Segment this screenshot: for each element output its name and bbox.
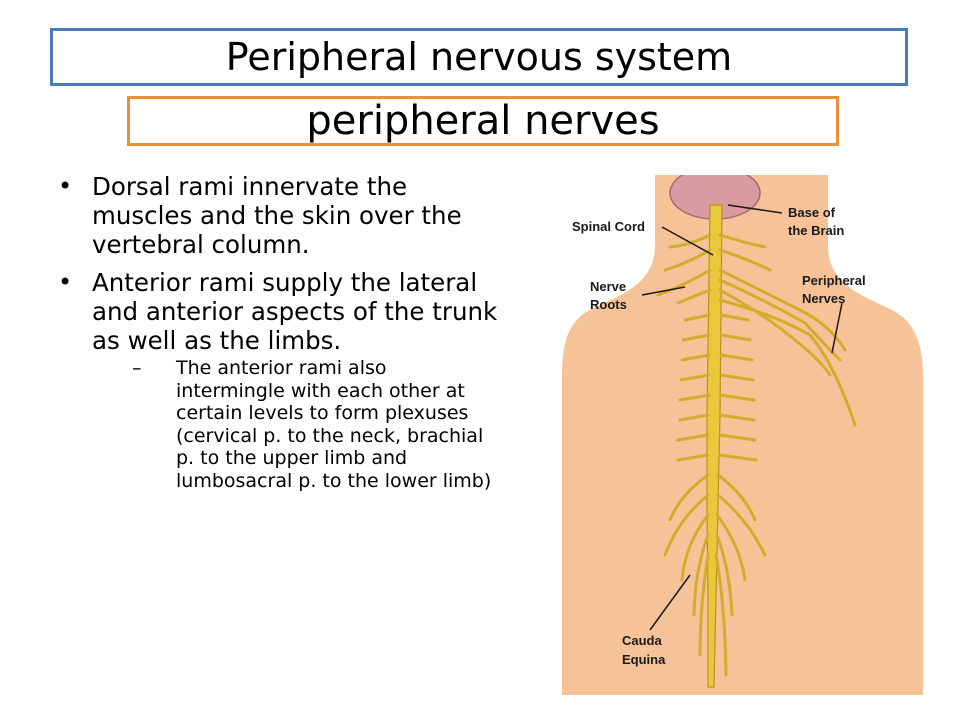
dash-glyph: –: [132, 357, 142, 379]
sub-bullet-text: The anterior rami also intermingle with …: [176, 357, 492, 492]
bullet-list: • Dorsal rami innervate the muscles and …: [58, 172, 498, 501]
label-base-of-brain-1: Base of: [788, 205, 836, 220]
slide-title: Peripheral nervous system: [225, 35, 733, 79]
nervous-system-illustration: Spinal Cord Base of the Brain Nerve Root…: [560, 175, 925, 695]
sub-bullet-list: – The anterior rami also intermingle wit…: [92, 357, 498, 492]
label-pointers: [641, 204, 843, 631]
label-cauda-equina-2: Equina: [622, 652, 666, 667]
bullet-text: Anterior rami supply the lateral and ant…: [92, 268, 498, 355]
label-spinal-cord: Spinal Cord: [572, 219, 645, 234]
label-peripheral-nerves-1: Peripheral: [802, 273, 866, 288]
bullet-item: • Dorsal rami innervate the muscles and …: [58, 172, 498, 259]
bullet-glyph: •: [58, 172, 73, 200]
body-silhouette: [562, 175, 923, 695]
bullet-item: • Anterior rami supply the lateral and a…: [58, 268, 498, 492]
label-nerve-roots-2: Roots: [590, 297, 627, 312]
bullet-glyph: •: [58, 268, 73, 296]
sub-bullet-item: – The anterior rami also intermingle wit…: [132, 357, 498, 492]
subtitle-box: peripheral nerves: [127, 96, 839, 146]
bullet-text: Dorsal rami innervate the muscles and th…: [92, 172, 462, 259]
slide-subtitle: peripheral nerves: [306, 98, 660, 144]
nerve-roots-left: [656, 233, 712, 657]
nerve-roots-right: [714, 233, 857, 677]
label-peripheral-nerves-2: Nerves: [802, 291, 845, 306]
label-cauda-equina-1: Cauda: [622, 633, 663, 648]
label-base-of-brain-2: the Brain: [788, 223, 844, 238]
label-nerve-roots-1: Nerve: [590, 279, 626, 294]
title-box: Peripheral nervous system: [50, 28, 908, 86]
nervous-system-svg: Spinal Cord Base of the Brain Nerve Root…: [562, 175, 923, 695]
